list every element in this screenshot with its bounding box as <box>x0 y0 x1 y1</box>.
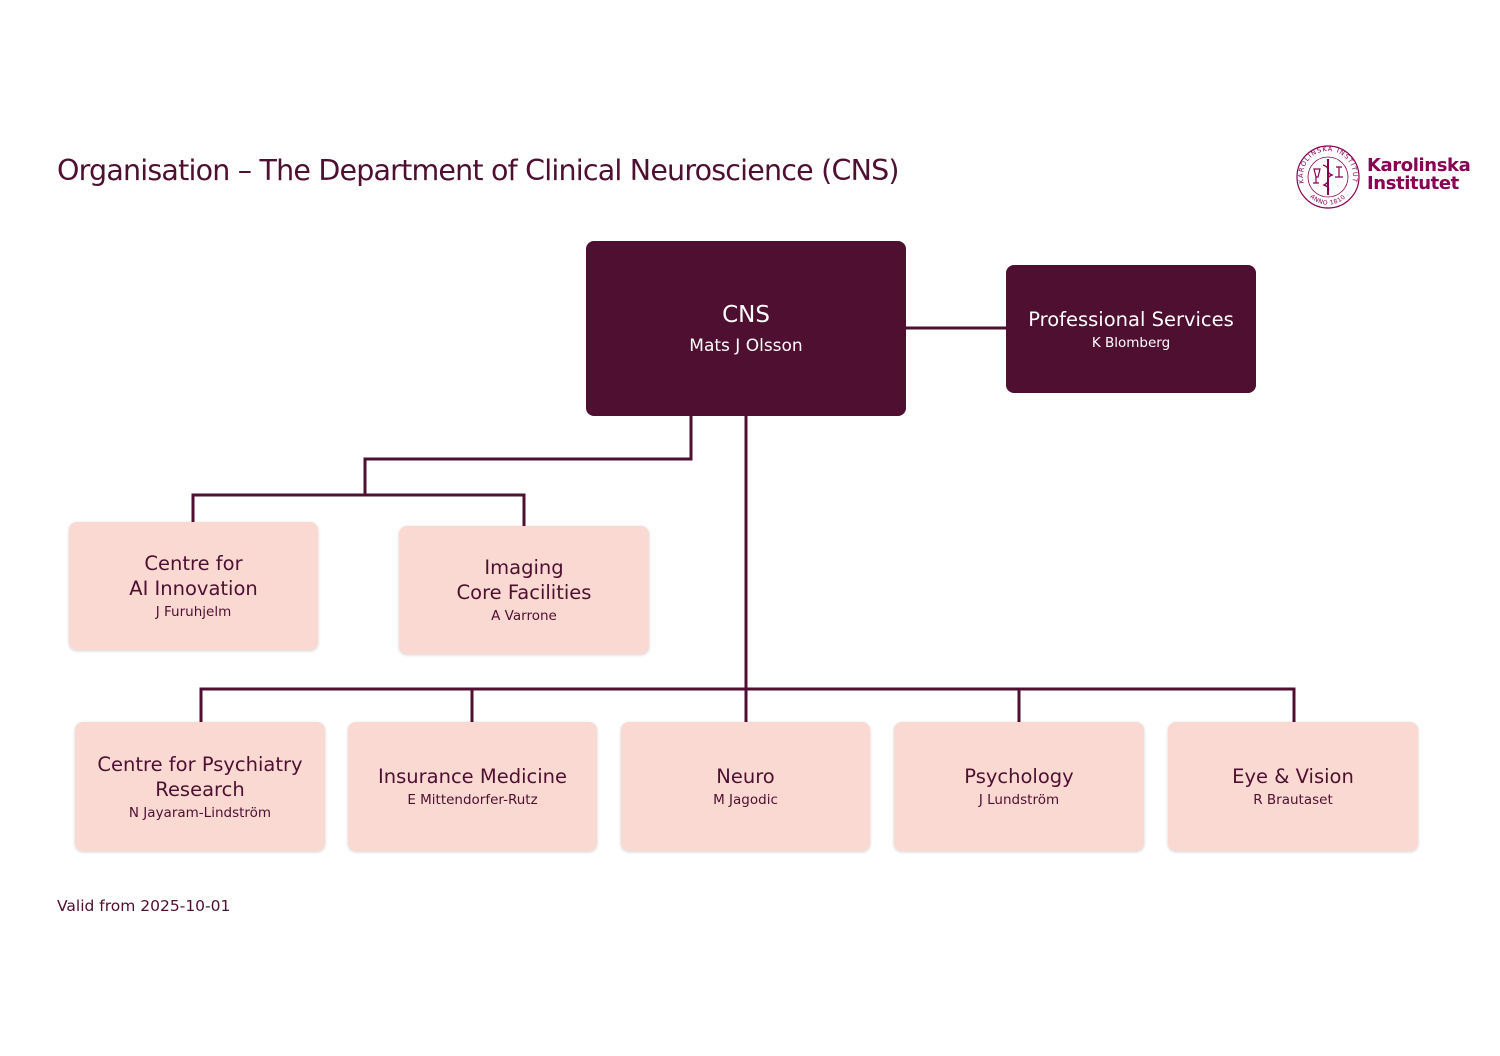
centre-ai-innovation-box: Centre for AI Innovation J Furuhjelm <box>69 522 318 650</box>
unit-head: R Brautaset <box>1253 792 1333 808</box>
unit-head: A Varrone <box>491 608 557 624</box>
connector-centres-bar <box>191 493 526 526</box>
unit-name: Professional Services <box>1028 307 1234 331</box>
unit-head: Mats J Olsson <box>689 335 803 356</box>
unit-name: Centre for AI Innovation <box>129 552 258 600</box>
unit-name: Imaging Core Facilities <box>456 556 592 604</box>
unit-name: Neuro <box>716 765 775 788</box>
unit-head: J Furuhjelm <box>155 604 232 620</box>
logo-line1: Karolinska <box>1367 155 1471 176</box>
division-neuro-box: Neuro M Jagodic <box>621 722 870 851</box>
valid-from-note: Valid from 2025-10-01 <box>57 897 231 915</box>
imaging-core-facilities-box: Imaging Core Facilities A Varrone <box>399 526 649 654</box>
connector-divisions-bar <box>199 687 1296 722</box>
unit-name: Insurance Medicine <box>378 765 567 788</box>
unit-head: N Jayaram-Lindström <box>128 804 272 821</box>
division-psychology-box: Psychology J Lundström <box>894 722 1144 851</box>
unit-head: M Jagodic <box>713 792 778 808</box>
cns-head-box: CNS Mats J Olsson <box>586 241 906 416</box>
unit-head: K Blomberg <box>1091 334 1171 351</box>
ki-seal-icon: KAROLINSKA INSTITUTET ANNO 1810 <box>1294 143 1360 209</box>
professional-services-box: Professional Services K Blomberg <box>1006 265 1256 393</box>
division-eye-vision-box: Eye & Vision R Brautaset <box>1168 722 1418 851</box>
karolinska-logo: KAROLINSKA INSTITUTET ANNO 1810 Karolins… <box>1294 143 1471 213</box>
connector-cns-centres <box>363 416 693 495</box>
page-title: Organisation – The Department of Clinica… <box>57 154 900 187</box>
unit-name: Eye & Vision <box>1232 765 1354 788</box>
unit-name: CNS <box>722 301 770 328</box>
logo-line2: Institutet <box>1367 173 1459 194</box>
unit-head: J Lundström <box>978 792 1060 808</box>
division-insurance-medicine-box: Insurance Medicine E Mittendorfer-Rutz <box>348 722 597 851</box>
unit-name: Centre for Psychiatry Research <box>97 752 303 801</box>
unit-name: Psychology <box>964 765 1074 788</box>
unit-head: E Mittendorfer-Rutz <box>407 792 538 808</box>
division-psychiatry-research-box: Centre for Psychiatry Research N Jayaram… <box>75 722 325 851</box>
